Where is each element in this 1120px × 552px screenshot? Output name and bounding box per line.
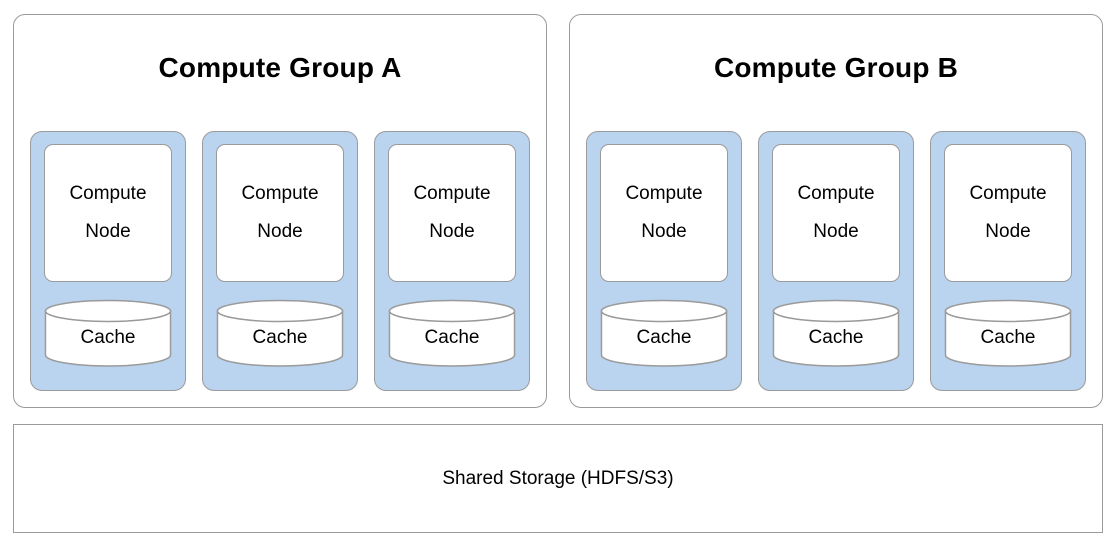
compute-node-a2-cache-label: Cache: [252, 326, 308, 348]
compute-node-b3-label-line2: Node: [985, 221, 1031, 242]
database-cylinder-icon: [772, 299, 900, 367]
compute-group-b-container: Compute Group B Compute Node Cache: [569, 14, 1103, 408]
database-cylinder-icon: [216, 299, 344, 367]
compute-node-a1[interactable]: Compute Node Cache: [30, 131, 186, 391]
compute-node-a2[interactable]: Compute Node Cache: [202, 131, 358, 391]
compute-group-a-title: Compute Group A: [158, 52, 402, 83]
compute-node-b1-cache: Cache: [600, 299, 728, 367]
compute-node-b3-card: Compute Node: [944, 144, 1072, 282]
compute-node-a1-cache-label: Cache: [80, 326, 136, 348]
compute-node-a1-cache: Cache: [44, 299, 172, 367]
compute-node-a3-cache-label: Cache: [424, 326, 480, 348]
compute-node-a3-label-line1: Compute: [413, 183, 491, 204]
compute-group-a-container: Compute Group A Compute Node Cache: [13, 14, 547, 408]
compute-node-a1-label-line2: Node: [85, 221, 131, 242]
database-cylinder-icon: [388, 299, 516, 367]
compute-node-b3-cache: Cache: [944, 299, 1072, 367]
compute-node-b2-cache-label: Cache: [808, 326, 864, 348]
compute-node-a3[interactable]: Compute Node Cache: [374, 131, 530, 391]
compute-node-a3-card: Compute Node: [388, 144, 516, 282]
compute-node-b1-card: Compute Node: [600, 144, 728, 282]
compute-group-b-node-row: Compute Node Cache Compute: [586, 131, 1086, 391]
compute-group-b-title: Compute Group B: [713, 52, 959, 83]
compute-node-a3-label-line2: Node: [429, 221, 475, 242]
compute-node-b1-label-line1: Compute: [625, 183, 703, 204]
database-cylinder-icon: [944, 299, 1072, 367]
compute-node-b2[interactable]: Compute Node Cache: [758, 131, 914, 391]
compute-node-b2-label-line2: Node: [813, 221, 859, 242]
compute-node-b1[interactable]: Compute Node Cache: [586, 131, 742, 391]
compute-node-a3-cache: Cache: [388, 299, 516, 367]
shared-storage-container[interactable]: Shared Storage (HDFS/S3): [13, 424, 1103, 533]
compute-node-b1-label-line2: Node: [641, 221, 687, 242]
shared-storage-label: Shared Storage (HDFS/S3): [442, 467, 674, 489]
compute-node-a2-card: Compute Node: [216, 144, 344, 282]
compute-node-b2-card: Compute Node: [772, 144, 900, 282]
compute-node-b2-cache: Cache: [772, 299, 900, 367]
database-cylinder-icon: [44, 299, 172, 367]
compute-node-a1-card: Compute Node: [44, 144, 172, 282]
compute-node-b3[interactable]: Compute Node Cache: [930, 131, 1086, 391]
database-cylinder-icon: [600, 299, 728, 367]
compute-group-a-node-row: Compute Node Cache Compute: [30, 131, 530, 391]
compute-node-b2-label-line1: Compute: [797, 183, 875, 204]
compute-node-b3-label-line1: Compute: [969, 183, 1047, 204]
compute-node-a2-label-line1: Compute: [241, 183, 319, 204]
compute-node-b1-cache-label: Cache: [636, 326, 692, 348]
compute-node-b3-cache-label: Cache: [980, 326, 1036, 348]
compute-node-a1-label-line1: Compute: [69, 183, 147, 204]
compute-node-a2-cache: Cache: [216, 299, 344, 367]
compute-node-a2-label-line2: Node: [257, 221, 303, 242]
